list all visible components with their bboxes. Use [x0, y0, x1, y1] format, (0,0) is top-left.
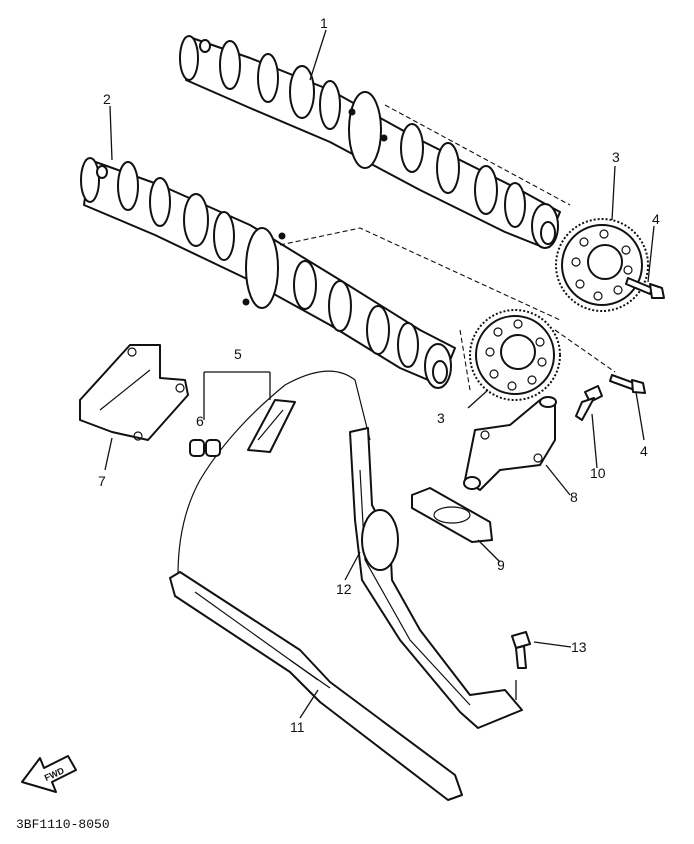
- tensioner-bolt: [575, 385, 603, 421]
- callout-5: 5: [234, 346, 242, 362]
- callout-12: 12: [336, 581, 352, 597]
- camshaft-upper: [179, 35, 561, 249]
- diagram-code: 3BF1110-8050: [16, 817, 110, 832]
- callout-11: 11: [290, 719, 305, 735]
- chain-guide-top: [79, 344, 189, 441]
- callout-7: 7: [98, 473, 106, 489]
- guide-exhaust: [169, 571, 463, 801]
- callout-4b: 4: [640, 443, 648, 459]
- callout-13: 13: [571, 639, 587, 655]
- callout-10: 10: [590, 465, 606, 481]
- bolt-upper: [625, 277, 665, 299]
- guide-bolt: [511, 631, 531, 669]
- callout-2: 2: [103, 91, 111, 107]
- forward-arrow-icon: FWD: [21, 755, 77, 793]
- callout-3a: 3: [612, 149, 620, 165]
- sprocket-upper: [555, 218, 649, 312]
- camshaft-lower: [80, 157, 456, 389]
- callout-9: 9: [497, 557, 505, 573]
- tensioner: [463, 396, 557, 491]
- bolt-lower: [609, 374, 646, 394]
- callout-1: 1: [320, 15, 328, 31]
- callout-6: 6: [196, 413, 204, 429]
- guide-intake: [349, 427, 523, 729]
- sprocket-lower: [469, 309, 561, 401]
- cam-chain: [177, 370, 371, 576]
- callout-4a: 4: [652, 211, 660, 227]
- chain-link: [189, 439, 221, 457]
- tensioner-gasket: [411, 487, 493, 543]
- callout-3b: 3: [437, 410, 445, 426]
- callout-8: 8: [570, 489, 578, 505]
